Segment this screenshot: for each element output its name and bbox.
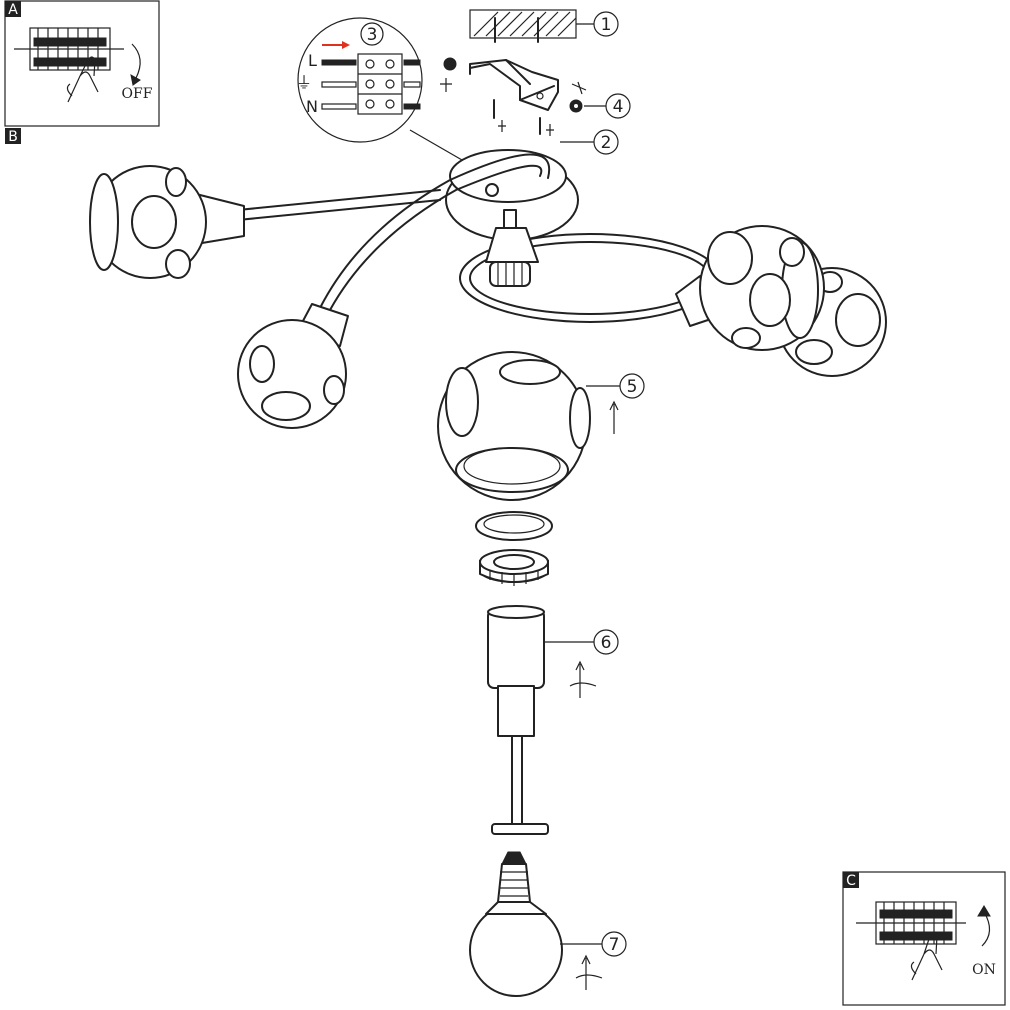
callout-1: 1: [593, 11, 619, 37]
panel-b: B: [5, 128, 21, 145]
mounting-bracket: [469, 59, 559, 111]
panel-a: A OFF: [4, 0, 160, 127]
socket: [487, 605, 549, 835]
svg-text:2: 2: [601, 133, 612, 153]
shade-left: [89, 165, 245, 279]
terminal-block-icon: [357, 53, 403, 115]
panel-c-tag: C: [846, 873, 856, 889]
screw-icon: [493, 99, 554, 136]
callout-5: 5: [619, 373, 645, 399]
glass-ring: [475, 511, 553, 541]
nut-icon: [569, 99, 583, 113]
shade-right-front: [675, 225, 825, 351]
svg-text:5: 5: [627, 377, 638, 397]
callout-2: 2: [593, 129, 619, 155]
rotate-arrow-icon: [571, 81, 587, 95]
rotate-arrow-icon: [569, 660, 597, 698]
shade-exploded: [437, 351, 591, 501]
neutral-label: N: [306, 97, 318, 116]
svg-text:1: 1: [601, 15, 612, 35]
up-arrow-icon: [609, 400, 619, 434]
rotate-arrow-icon: [575, 954, 603, 990]
panel-c: C ON: [842, 871, 1006, 1006]
ceiling: [469, 9, 594, 43]
hand-icon: [910, 932, 943, 981]
rotate-arrow-icon: [440, 78, 452, 92]
hand-icon: [66, 56, 99, 103]
on-label: ON: [972, 962, 996, 978]
earth-label: ⏚: [296, 73, 312, 92]
callout-6: 6: [593, 629, 619, 655]
bulb-icon: [469, 851, 563, 997]
shade-lower-left: [237, 303, 349, 429]
rotate-arrow-icon: [131, 43, 141, 79]
svg-text:6: 6: [601, 633, 612, 653]
wiring-detail: 3 L ⏚ N: [296, 17, 463, 161]
circuit-breaker-icon: [14, 27, 124, 71]
circuit-breaker-icon: [856, 901, 966, 945]
off-label: OFF: [122, 86, 153, 102]
callout-7: 7: [601, 931, 627, 957]
panel-b-tag: B: [8, 129, 18, 145]
panel-a-tag: A: [8, 2, 18, 18]
chandelier-body: [237, 149, 721, 323]
screw-head-icon: [443, 57, 457, 71]
svg-text:7: 7: [609, 935, 620, 955]
svg-text:4: 4: [613, 97, 624, 117]
thread-nut: [479, 549, 549, 586]
callout-4: 4: [605, 93, 631, 119]
wiring-step: 3: [367, 25, 378, 45]
live-label: L: [308, 51, 317, 70]
